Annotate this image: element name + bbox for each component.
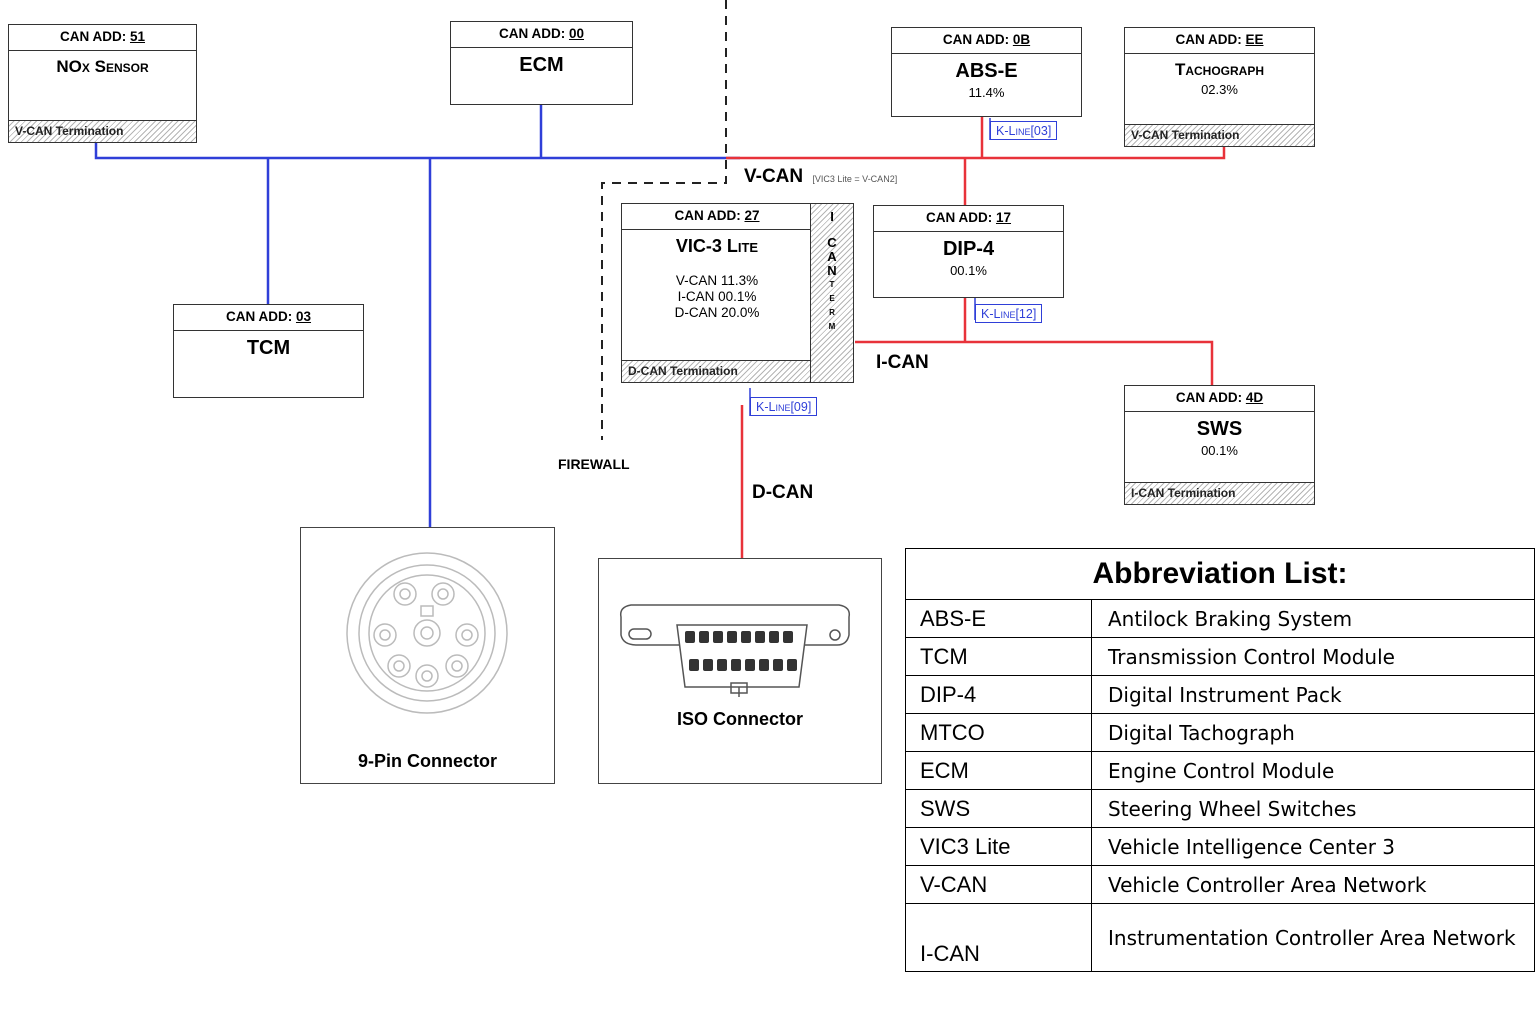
can-address-header: CAN ADD: 0B bbox=[892, 28, 1081, 54]
vcan-load: V-CAN 11.3% bbox=[675, 273, 759, 288]
module-vic3-lite: CAN ADD: 27 VIC-3 Lite V-CAN 11.3% I-CAN… bbox=[621, 203, 854, 383]
can-address-header: CAN ADD: 4D bbox=[1125, 386, 1314, 412]
vcan-note: [VIC3 Lite = V-CAN2] bbox=[812, 174, 898, 184]
ican-term-column bbox=[810, 204, 853, 382]
termination-label: V-CAN Termination bbox=[1125, 124, 1314, 146]
nine-pin-connector-icon bbox=[346, 552, 508, 714]
ican-term-letters: I C A N T E R M bbox=[827, 209, 837, 332]
iso-connector: ISO Connector bbox=[598, 558, 882, 784]
can-address-header: CAN ADD: 27 bbox=[622, 204, 812, 230]
module-name: TCM bbox=[246, 337, 291, 359]
module-name: DIP-4 bbox=[942, 238, 995, 260]
kline-label-abs: K-Line[03] bbox=[990, 121, 1058, 140]
nine-pin-label: 9-Pin Connector bbox=[357, 751, 497, 771]
module-name: ECM bbox=[519, 54, 564, 76]
kline-label-vic: K-Line[09] bbox=[750, 397, 818, 416]
dcan-load: D-CAN 20.0% bbox=[674, 305, 760, 320]
bus-load-percent: 00.1% bbox=[950, 263, 987, 278]
bus-load-percent: 11.4% bbox=[968, 85, 1005, 100]
vcan-label: V-CAN [VIC3 Lite = V-CAN2] bbox=[744, 166, 898, 187]
nine-pin-connector: 9-Pin Connector bbox=[300, 527, 555, 784]
kline-label-dip: K-Line[12] bbox=[975, 304, 1043, 323]
can-address-header: CAN ADD: 03 bbox=[174, 305, 363, 331]
module-nox-sensor: CAN ADD: 51 NOx Sensor V-CAN Termination bbox=[8, 24, 197, 143]
module-abs-e: CAN ADD: 0B ABS-E 11.4% bbox=[891, 27, 1082, 117]
firewall-label: FIREWALL bbox=[558, 456, 630, 472]
can-address-header: CAN ADD: 51 bbox=[9, 25, 196, 51]
module-name: VIC-3 Lite bbox=[675, 236, 759, 256]
firewall-line bbox=[601, 0, 727, 440]
can-bus-red bbox=[726, 116, 1226, 558]
module-tcm: CAN ADD: 03 TCM bbox=[173, 304, 364, 398]
module-name: NOx Sensor bbox=[56, 57, 149, 76]
module-name: Tachograph bbox=[1174, 60, 1265, 79]
module-name: ABS-E bbox=[955, 60, 1018, 82]
termination-label: V-CAN Termination bbox=[9, 120, 196, 142]
bus-load-percent: 00.1% bbox=[1201, 443, 1238, 458]
ican-load: I-CAN 00.1% bbox=[677, 289, 757, 304]
can-address-header: CAN ADD: 17 bbox=[874, 206, 1063, 232]
obd-connector-icon bbox=[619, 604, 851, 697]
module-tachograph: CAN ADD: EE Tachograph 02.3% V-CAN Termi… bbox=[1124, 27, 1315, 147]
module-name: SWS bbox=[1196, 418, 1243, 440]
bus-load-percent: 02.3% bbox=[1201, 82, 1238, 97]
can-address-header: CAN ADD: EE bbox=[1125, 28, 1314, 54]
can-address-header: CAN ADD: 00 bbox=[451, 22, 632, 48]
ican-label: I-CAN bbox=[876, 352, 929, 373]
iso-label: ISO Connector bbox=[676, 709, 803, 729]
dcan-label: D-CAN bbox=[752, 482, 814, 503]
bus-load-stats: V-CAN 11.3% I-CAN 00.1% D-CAN 20.0% bbox=[622, 273, 812, 321]
termination-label: D-CAN Termination bbox=[622, 360, 811, 382]
module-sws: CAN ADD: 4D SWS 00.1% I-CAN Termination bbox=[1124, 385, 1315, 505]
termination-label: I-CAN Termination bbox=[1125, 482, 1314, 504]
abbreviation-title: Abbreviation List: bbox=[905, 548, 1535, 600]
vcan-bus-blue bbox=[94, 104, 740, 527]
module-dip-4: CAN ADD: 17 DIP-4 00.1% bbox=[873, 205, 1064, 298]
module-ecm: CAN ADD: 00 ECM bbox=[450, 21, 633, 105]
